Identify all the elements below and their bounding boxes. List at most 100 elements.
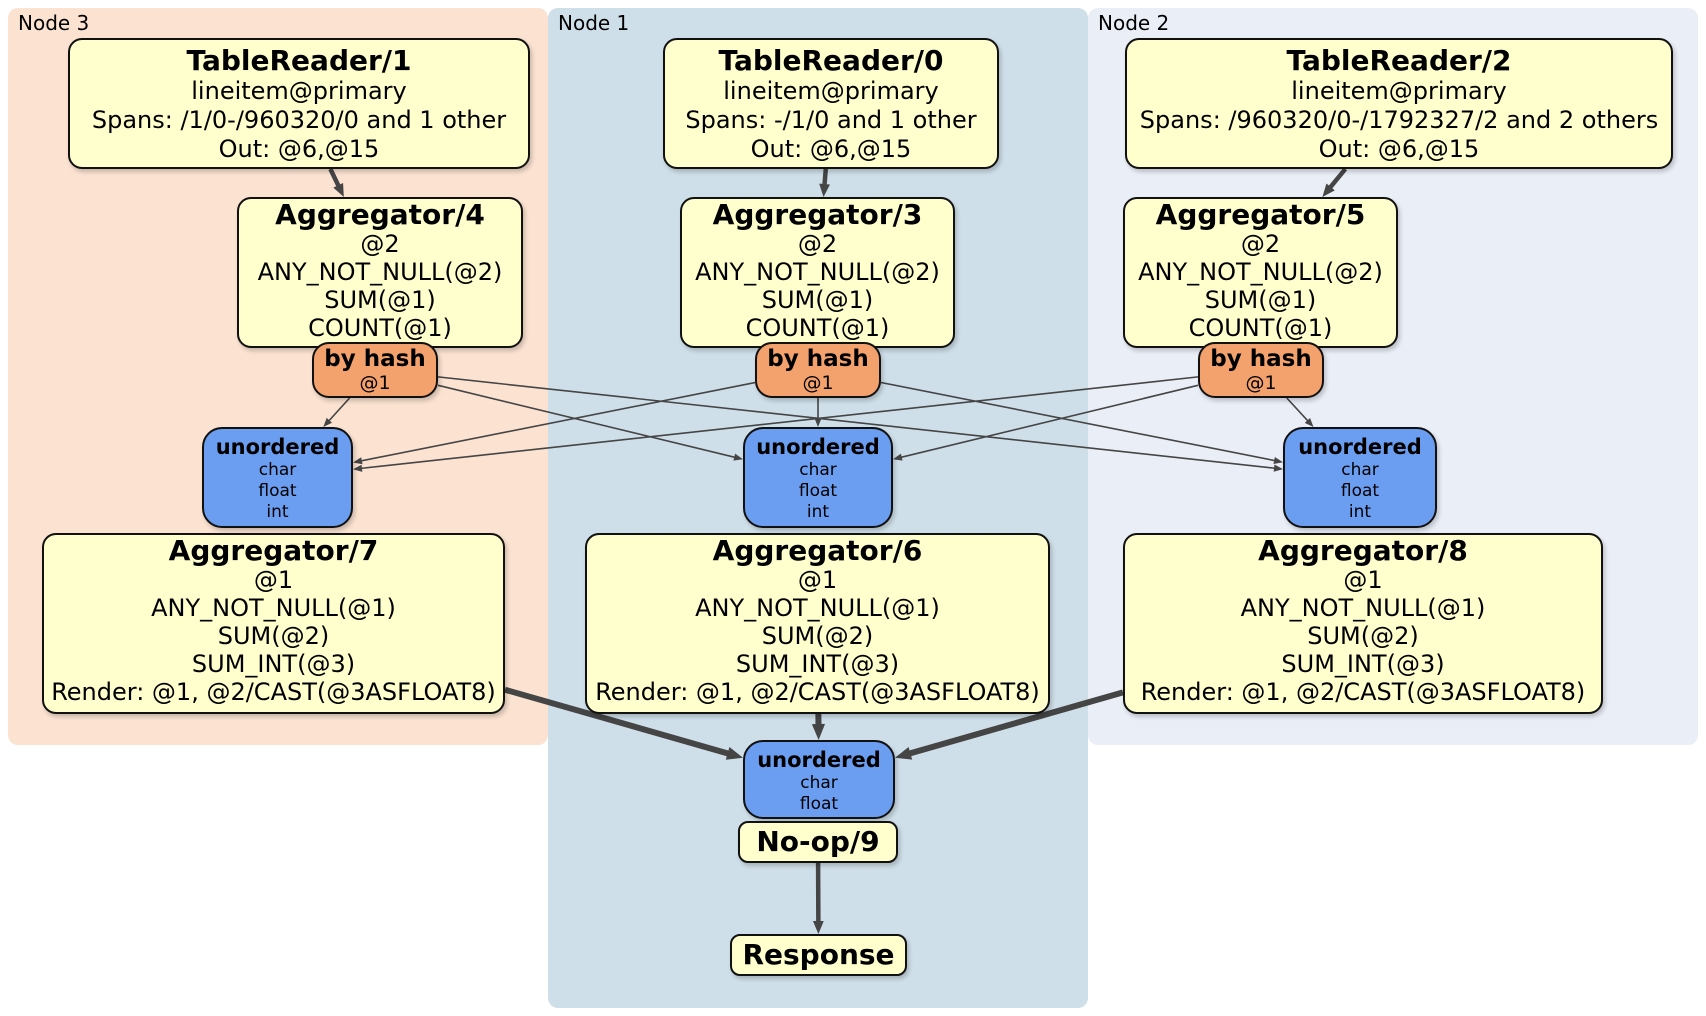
arrowhead-tablereader-1-to-aggregator-4 bbox=[333, 182, 344, 197]
box-line-aggregator-8-3: SUM_INT(@3) bbox=[1281, 650, 1445, 678]
box-line-aggregator-6-0: @1 bbox=[797, 566, 838, 594]
box-line-unordered-node3-2: int bbox=[266, 502, 289, 522]
box-line-unordered-node1-2: int bbox=[806, 502, 830, 522]
box-line-unordered-node2-0: char bbox=[1341, 460, 1379, 480]
edge-tablereader-1-to-aggregator-4 bbox=[328, 168, 342, 190]
arrowhead-byhash-node3-to-unordered-node2 bbox=[1273, 464, 1283, 472]
arrowhead-byhash-node1-to-unordered-node2 bbox=[1273, 456, 1283, 465]
box-title-aggregator-6: Aggregator/6 bbox=[712, 534, 923, 567]
edge-byhash-node3-to-unordered-node2 bbox=[437, 376, 1277, 470]
box-line-aggregator-7-1: ANY_NOT_NULL(@1) bbox=[151, 594, 396, 622]
edge-aggregator-7-to-unordered-final bbox=[504, 686, 733, 758]
box-title-aggregator-7: Aggregator/7 bbox=[168, 534, 379, 567]
box-title-tablereader-1: TableReader/1 bbox=[186, 44, 412, 77]
arrowhead-byhash-node2-to-unordered-node2 bbox=[1304, 417, 1314, 427]
box-title-byhash-node2: by hash bbox=[1210, 346, 1312, 372]
arrowhead-tablereader-2-to-aggregator-5 bbox=[1322, 183, 1335, 197]
box-noop-9: No-op/9 bbox=[738, 821, 898, 863]
edge-byhash-node3-to-unordered-node1 bbox=[437, 384, 737, 459]
arrowhead-aggregator-8-to-unordered-final bbox=[895, 746, 913, 760]
box-line-tablereader-0-1: Spans: -/1/0 and 1 other bbox=[685, 106, 977, 134]
panel-label-node-1: Node 1 bbox=[558, 11, 630, 35]
edge-tablereader-2-to-aggregator-5 bbox=[1326, 167, 1348, 191]
box-line-unordered-node1-0: char bbox=[799, 460, 837, 480]
edge-byhash-node2-to-unordered-node1 bbox=[899, 384, 1199, 459]
box-byhash-node1: by hash@1 bbox=[755, 342, 881, 398]
box-line-unordered-node3-1: float bbox=[258, 481, 297, 501]
box-line-aggregator-4-2: SUM(@1) bbox=[324, 286, 436, 314]
box-title-aggregator-5: Aggregator/5 bbox=[1155, 198, 1366, 231]
box-line-aggregator-8-4: Render: @1, @2/CAST(@3ASFLOAT8) bbox=[1140, 678, 1586, 706]
box-line-tablereader-1-0: lineitem@primary bbox=[191, 77, 407, 105]
box-title-tablereader-2: TableReader/2 bbox=[1286, 44, 1512, 77]
box-title-unordered-final: unordered bbox=[757, 748, 881, 772]
arrowhead-byhash-node1-to-unordered-node3 bbox=[353, 457, 363, 465]
arrowhead-byhash-node3-to-unordered-node3 bbox=[323, 417, 333, 427]
box-line-aggregator-8-1: ANY_NOT_NULL(@1) bbox=[1240, 594, 1486, 622]
box-line-tablereader-1-1: Spans: /1/0-/960320/0 and 1 other bbox=[91, 106, 507, 134]
box-line-unordered-node2-1: float bbox=[1340, 481, 1380, 501]
box-line-unordered-final-1: float bbox=[799, 794, 839, 814]
arrowhead-noop-9-to-response bbox=[812, 920, 824, 934]
box-title-response: Response bbox=[742, 938, 895, 971]
box-title-byhash-node1: by hash bbox=[767, 346, 869, 372]
box-line-aggregator-6-4: Render: @1, @2/CAST(@3ASFLOAT8) bbox=[595, 678, 1040, 706]
box-line-aggregator-8-0: @1 bbox=[1343, 566, 1383, 594]
box-line-aggregator-3-3: COUNT(@1) bbox=[745, 314, 890, 342]
box-line-tablereader-2-1: Spans: /960320/0-/1792327/2 and 2 others bbox=[1139, 106, 1659, 134]
box-line-byhash-node1-0: @1 bbox=[802, 372, 834, 394]
box-byhash-node3: by hash@1 bbox=[312, 342, 438, 398]
panel-label-node-3: Node 3 bbox=[18, 11, 90, 35]
box-line-aggregator-7-0: @1 bbox=[253, 566, 294, 594]
box-line-tablereader-0-0: lineitem@primary bbox=[723, 77, 939, 105]
box-line-aggregator-5-1: ANY_NOT_NULL(@2) bbox=[1138, 258, 1383, 286]
box-line-aggregator-6-3: SUM_INT(@3) bbox=[735, 650, 900, 678]
box-line-aggregator-3-1: ANY_NOT_NULL(@2) bbox=[695, 258, 940, 286]
edge-byhash-node2-to-unordered-node3 bbox=[359, 376, 1199, 470]
box-title-aggregator-8: Aggregator/8 bbox=[1258, 534, 1468, 567]
box-line-aggregator-7-4: Render: @1, @2/CAST(@3ASFLOAT8) bbox=[51, 678, 496, 706]
box-line-tablereader-2-2: Out: @6,@15 bbox=[1318, 135, 1480, 163]
box-line-aggregator-5-0: @2 bbox=[1240, 230, 1281, 258]
box-byhash-node2: by hash@1 bbox=[1198, 342, 1324, 398]
box-line-tablereader-0-2: Out: @6,@15 bbox=[750, 135, 912, 163]
arrowhead-byhash-node2-to-unordered-node3 bbox=[353, 464, 363, 472]
box-line-aggregator-3-0: @2 bbox=[797, 230, 838, 258]
box-line-aggregator-6-1: ANY_NOT_NULL(@1) bbox=[695, 594, 940, 622]
box-title-noop-9: No-op/9 bbox=[756, 825, 880, 858]
box-response: Response bbox=[730, 934, 907, 976]
box-title-unordered-node2: unordered bbox=[1298, 435, 1422, 459]
arrowhead-tablereader-0-to-aggregator-3 bbox=[819, 183, 830, 197]
edge-byhash-node1-to-unordered-node3 bbox=[359, 381, 756, 462]
box-line-aggregator-8-2: SUM(@2) bbox=[1307, 622, 1419, 650]
box-title-unordered-node3: unordered bbox=[215, 435, 340, 459]
box-line-aggregator-4-0: @2 bbox=[360, 230, 400, 258]
box-line-tablereader-2-0: lineitem@primary bbox=[1291, 77, 1507, 105]
box-line-tablereader-1-2: Out: @6,@15 bbox=[218, 135, 380, 163]
arrowhead-byhash-node2-to-unordered-node1 bbox=[893, 453, 903, 461]
box-title-unordered-node1: unordered bbox=[756, 435, 880, 459]
box-line-byhash-node3-0: @1 bbox=[359, 372, 391, 394]
edge-byhash-node3-to-unordered-node3 bbox=[327, 397, 351, 423]
box-line-aggregator-7-3: SUM_INT(@3) bbox=[191, 650, 356, 678]
edge-byhash-node2-to-unordered-node2 bbox=[1286, 397, 1310, 423]
edge-aggregator-8-to-unordered-final bbox=[905, 689, 1124, 758]
box-line-unordered-node3-0: char bbox=[258, 460, 297, 480]
arrowhead-byhash-node1-to-unordered-node1 bbox=[814, 418, 822, 427]
box-line-aggregator-5-2: SUM(@1) bbox=[1204, 286, 1317, 314]
arrowhead-aggregator-7-to-unordered-final bbox=[725, 747, 743, 760]
